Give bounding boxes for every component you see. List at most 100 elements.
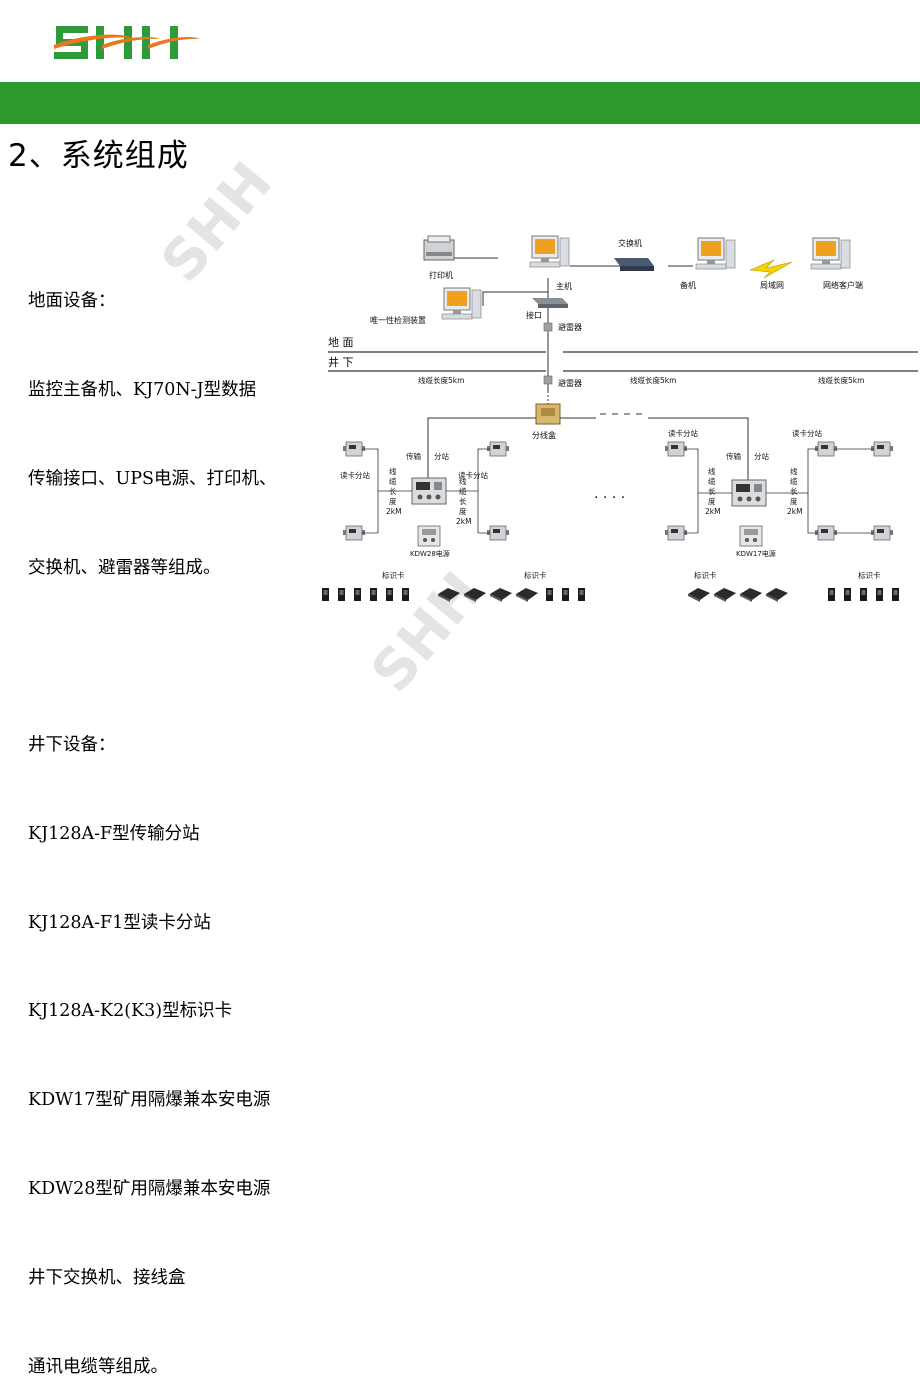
backup-pc-icon <box>695 237 736 270</box>
id-card-icon <box>876 588 883 601</box>
unique-check-label: 唯一性检测装置 <box>370 315 426 325</box>
card-reader-icon <box>342 525 366 541</box>
lan-label: 局域网 <box>760 280 784 290</box>
id-card-icon <box>714 588 736 602</box>
unique-check-pc-icon <box>441 287 482 320</box>
underground-line: KJ128A-K2(K3)型标识卡 <box>28 1001 233 1022</box>
lan-lightning-icon <box>749 259 793 279</box>
continuation-dots: . . . . <box>594 486 625 502</box>
tag-label: 标识卡 <box>524 570 547 580</box>
host-label: 主机 <box>556 281 572 291</box>
kdw28-power-supply-icon <box>417 525 441 547</box>
card-reader-icon <box>664 441 688 457</box>
cable-length-label: 线缆长度5km <box>818 375 864 385</box>
card-reader-icon <box>814 525 838 541</box>
cable-length-label: 线缆长度5km <box>630 375 676 385</box>
junction-box-icon <box>535 403 561 425</box>
ground-line: 监控主备机、KJ70N-J型数据 <box>28 379 257 400</box>
id-card-icon <box>464 588 486 602</box>
card-reader-icon <box>664 525 688 541</box>
arrester-icon <box>543 322 553 332</box>
tag-label: 标识卡 <box>858 570 881 580</box>
id-card-icon <box>322 588 329 601</box>
tag-label: 标识卡 <box>382 570 405 580</box>
underground-heading: 井下设备： <box>28 735 116 756</box>
id-card-icon <box>766 588 788 602</box>
network-switch-icon <box>614 258 654 271</box>
surface-label: 地 面 <box>328 336 354 349</box>
interface-label: 接口 <box>526 310 542 320</box>
id-card-icon <box>844 588 851 601</box>
id-card-icon <box>386 588 393 601</box>
id-card-icon <box>402 588 409 601</box>
client-pc-icon <box>810 237 851 270</box>
tag-label: 标识卡 <box>694 570 717 580</box>
equipment-list: 地面设备： 监控主备机、KJ70N-J型数据 传输接口、UPS电源、打印机、 交… <box>28 228 277 1380</box>
arrester-icon <box>543 375 553 385</box>
transmit-label: 传输 <box>726 451 741 461</box>
card-reader-icon <box>870 441 894 457</box>
system-diagram: 打印机 主机 交换机 备机 局域网 网络客户端 唯一性检测装置 接口 避雷器 避… <box>322 235 918 602</box>
kdw17-power-supply-icon <box>739 525 763 547</box>
underground-line: KJ128A-F1型读卡分站 <box>28 912 211 933</box>
id-card-icon <box>578 588 585 601</box>
client-label: 网络客户端 <box>823 280 863 290</box>
backup-label: 备机 <box>680 280 696 290</box>
id-card-icon <box>354 588 361 601</box>
spacer <box>28 642 277 672</box>
id-card-icon <box>860 588 867 601</box>
ground-line: 传输接口、UPS电源、打印机、 <box>28 468 277 489</box>
id-card-icon <box>338 588 345 601</box>
card-reader-label: 读卡分站 <box>458 470 488 480</box>
id-card-icon <box>740 588 762 602</box>
underground-line: KDW28型矿用隔爆兼本安电源 <box>28 1179 271 1199</box>
card-reader-label: 读卡分站 <box>668 428 698 438</box>
id-card-icon <box>546 588 553 601</box>
id-card-icon <box>562 588 569 601</box>
underground-line: KJ128A-F型传输分站 <box>28 823 200 844</box>
card-reader-icon <box>814 441 838 457</box>
card-reader-icon <box>486 441 510 457</box>
kdw28-label: KDW28电源 <box>410 549 450 558</box>
cable-length-label: 线缆长度5km <box>418 375 464 385</box>
underground-line: KDW17型矿用隔爆兼本安电源 <box>28 1090 271 1111</box>
id-card-icon <box>688 588 710 602</box>
page-title: 2、系统组成 <box>8 138 189 174</box>
header-green-bar <box>0 82 920 124</box>
underground-label: 井 下 <box>328 355 354 369</box>
printer-label: 打印机 <box>429 270 453 280</box>
junction-box-label: 分线盒 <box>532 430 556 440</box>
arrester-top-label: 避雷器 <box>558 322 582 332</box>
transmission-substation-icon <box>411 477 447 505</box>
ground-heading: 地面设备： <box>28 291 116 312</box>
id-card-icon <box>892 588 899 601</box>
arrester-bottom-label: 避雷器 <box>558 378 582 388</box>
id-card-icon <box>828 588 835 601</box>
shh-logo <box>54 26 200 59</box>
printer-icon <box>423 235 455 261</box>
card-reader-label: 读卡分站 <box>340 470 370 480</box>
substation-label: 分站 <box>434 451 449 461</box>
card-reader-icon <box>870 525 894 541</box>
host-pc-icon <box>529 235 570 268</box>
card-reader-label: 读卡分站 <box>792 428 822 438</box>
ground-line: 交换机、避雷器等组成。 <box>28 557 221 578</box>
transmit-label: 传输 <box>406 451 421 461</box>
kdw17-label: KDW17电源 <box>736 549 776 558</box>
interface-device-icon <box>532 298 568 308</box>
id-card-icon <box>370 588 377 601</box>
transmission-substation-icon <box>731 479 767 507</box>
id-card-icon <box>516 588 538 602</box>
card-reader-icon <box>486 525 510 541</box>
underground-line: 井下交换机、接线盒 <box>28 1267 186 1288</box>
substation-label: 分站 <box>754 451 769 461</box>
switch-label: 交换机 <box>618 238 642 248</box>
id-card-icon <box>438 588 460 602</box>
underground-line: 通讯电缆等组成。 <box>28 1356 168 1377</box>
id-card-icon <box>490 588 512 602</box>
card-reader-icon <box>342 441 366 457</box>
